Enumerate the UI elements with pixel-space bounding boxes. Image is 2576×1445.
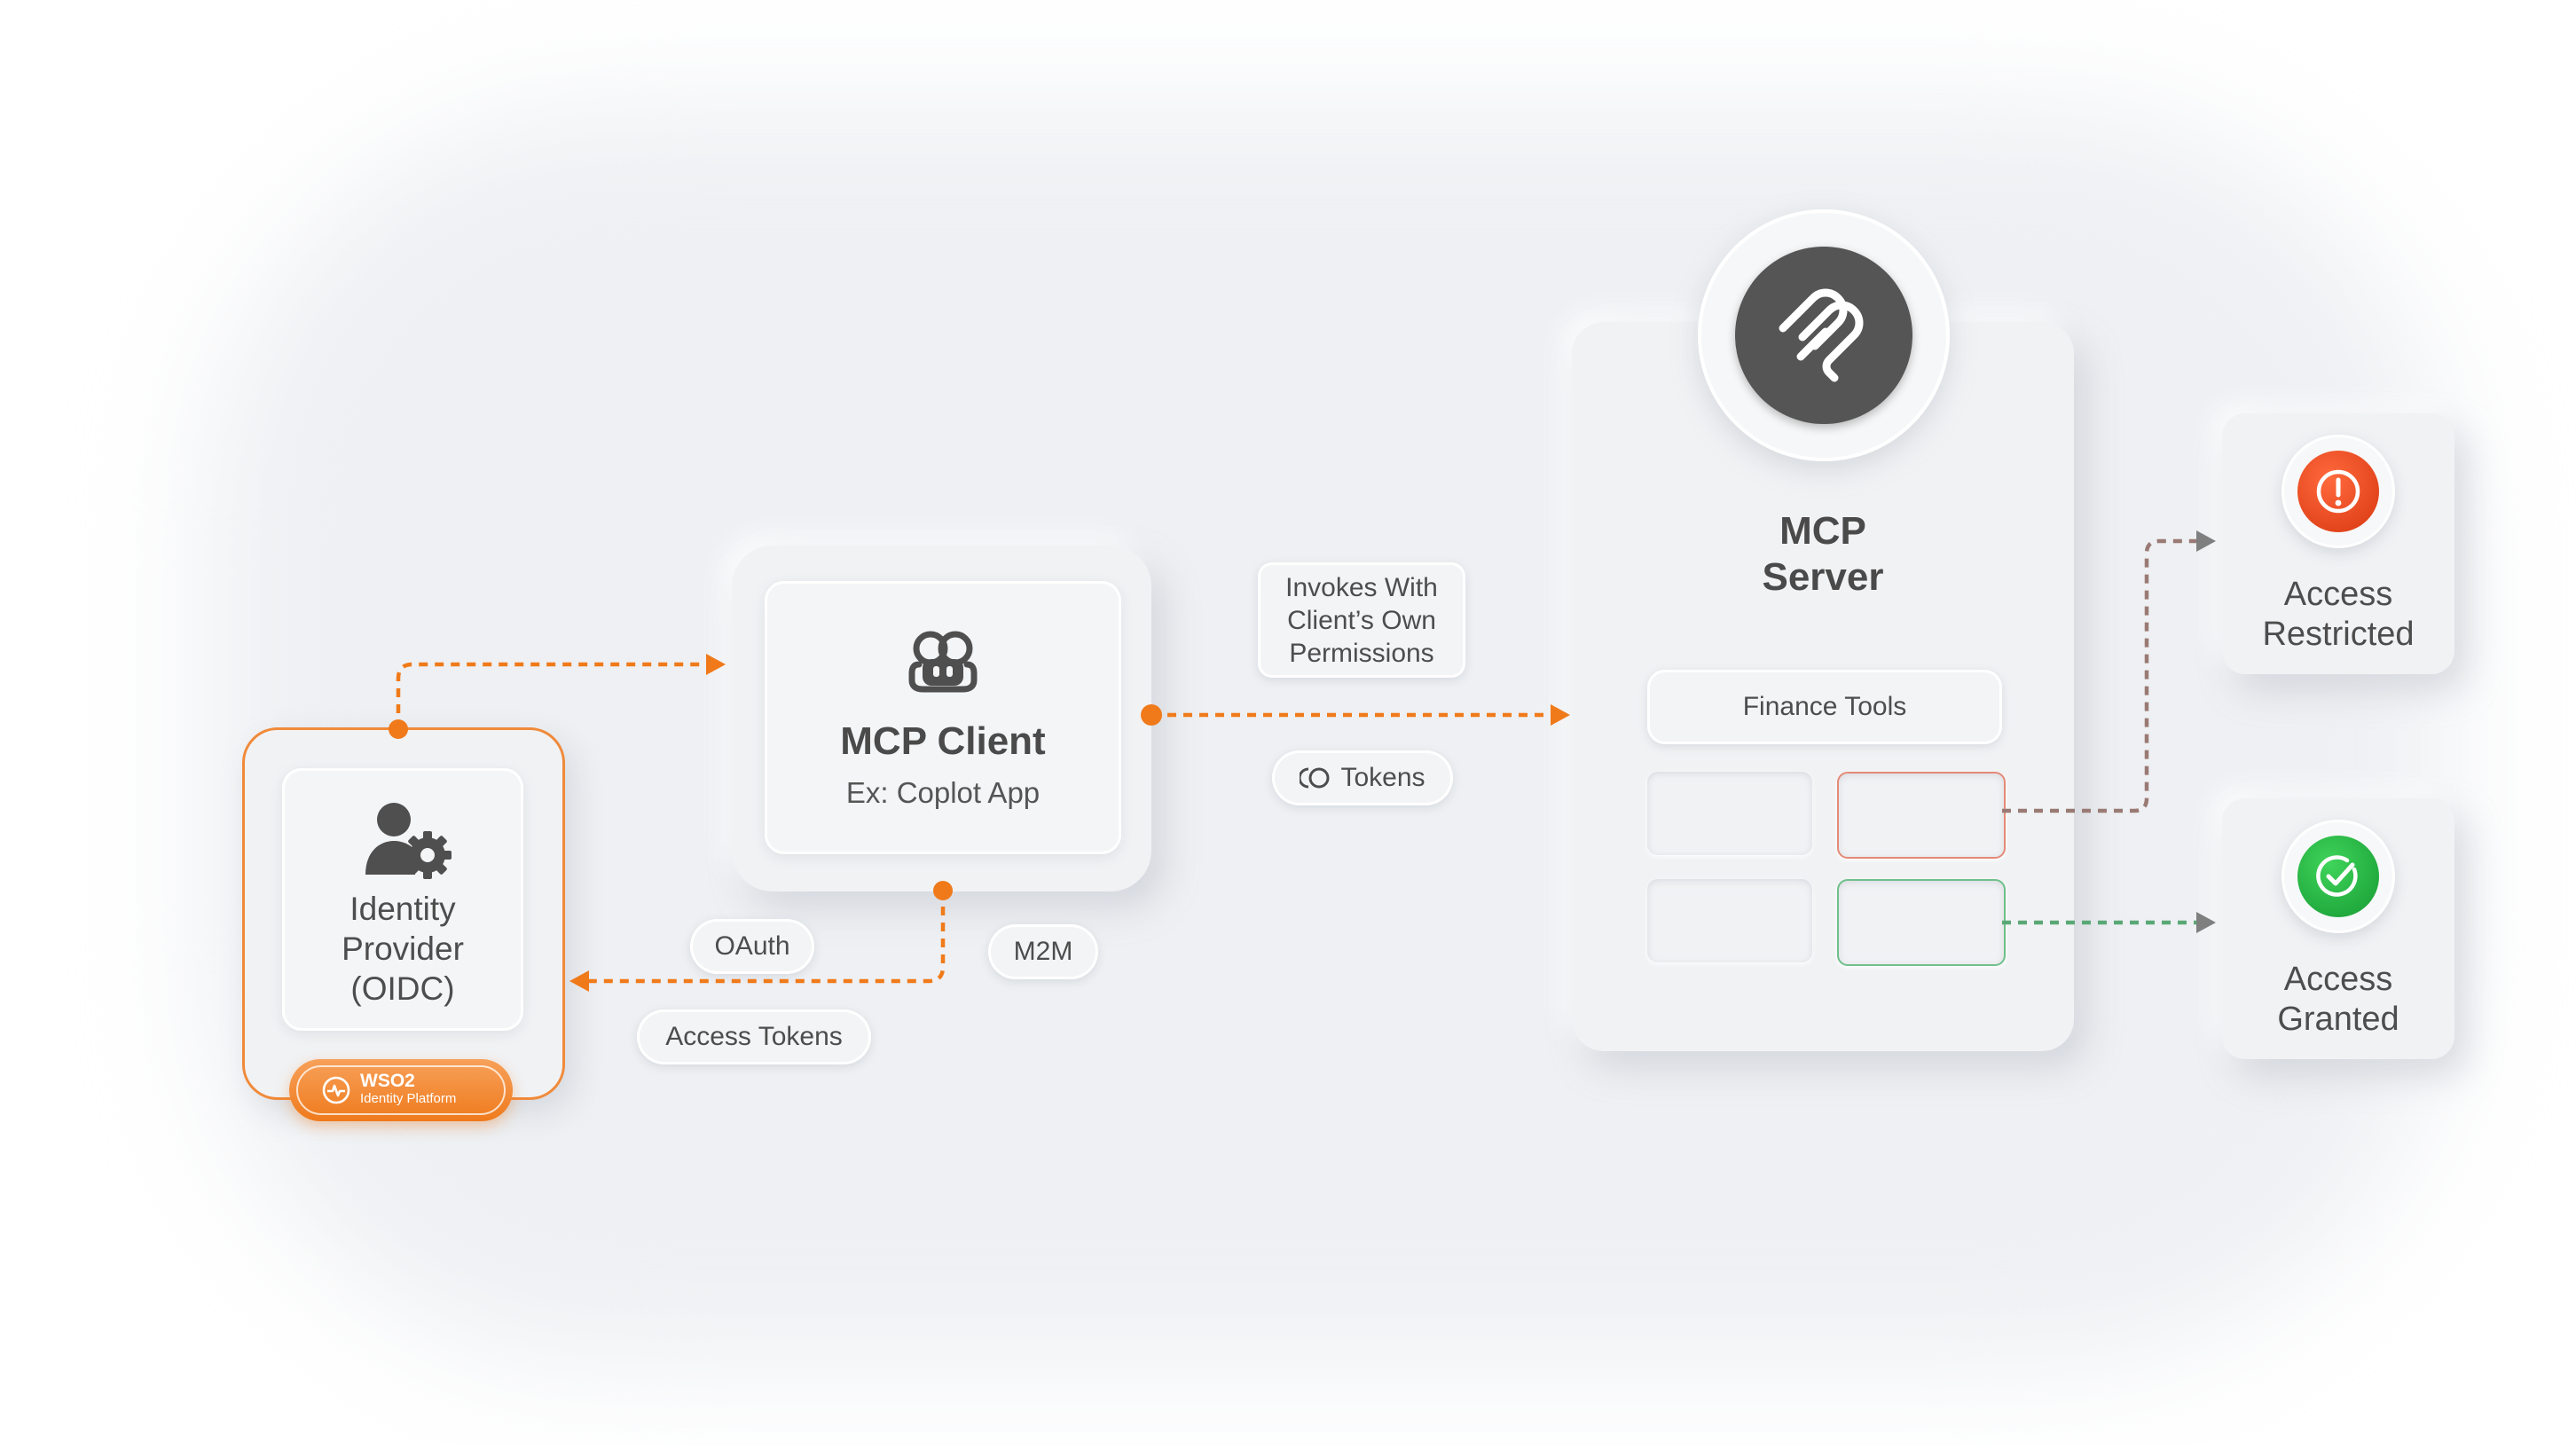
alert-icon — [2316, 469, 2360, 514]
restricted-icon-ring — [2281, 435, 2395, 548]
user-gear-icon — [365, 803, 452, 879]
background-blob — [204, 106, 2448, 1366]
identity-provider-label-1: Identity — [349, 891, 456, 927]
oauth-label: OAuth — [714, 931, 790, 961]
idp-to-client-connector — [389, 654, 726, 739]
tool-slot-granted[interactable] — [1837, 879, 2006, 966]
mcp-client-card[interactable]: MCP Client Ex: Coplot App — [765, 581, 1121, 854]
invokes-line-2: Client’s Own — [1287, 605, 1436, 635]
access-tokens-pill: Access Tokens — [637, 1009, 871, 1064]
access-restricted-card[interactable]: Access Restricted — [2222, 413, 2454, 674]
mcp-logo-icon — [1779, 288, 1864, 382]
wso2-product: Identity Platform — [360, 1091, 457, 1106]
wso2-logo-icon — [322, 1076, 350, 1104]
server-to-granted-connector — [2002, 912, 2216, 933]
oauth-pill: OAuth — [690, 919, 814, 974]
mcp-client-title: MCP Client — [840, 719, 1046, 763]
access-granted-card[interactable]: Access Granted — [2222, 798, 2454, 1059]
m2m-label: M2M — [1013, 936, 1073, 966]
tokens-pill: Tokens — [1272, 750, 1453, 805]
mcp-server-title-1: MCP — [1779, 509, 1866, 553]
access-tokens-label: Access Tokens — [665, 1021, 843, 1051]
client-to-server-connector — [1141, 704, 1570, 726]
identity-provider-card[interactable]: Identity Provider (OIDC) — [282, 768, 523, 1031]
granted-label-1: Access — [2283, 961, 2393, 998]
token-icon — [1300, 767, 1330, 789]
mcp-server-logo-ring — [1698, 209, 1950, 461]
wso2-badge[interactable]: WSO2 Identity Platform — [289, 1059, 513, 1121]
server-to-restricted-connector — [2002, 530, 2216, 813]
client-to-idp-connector — [569, 881, 953, 992]
copilot-icon — [908, 631, 978, 693]
finance-tools-bar[interactable]: Finance Tools — [1647, 670, 2002, 744]
tool-slot-3[interactable] — [1647, 879, 1812, 962]
granted-label-2: Granted — [2277, 1001, 2399, 1038]
restricted-label-2: Restricted — [2262, 616, 2415, 653]
mcp-client-subtitle: Ex: Coplot App — [845, 776, 1041, 809]
tool-slot-1[interactable] — [1647, 772, 1812, 855]
invokes-line-1: Invokes With — [1285, 572, 1438, 602]
m2m-pill: M2M — [988, 924, 1098, 979]
tool-slot-restricted[interactable] — [1837, 772, 2006, 859]
identity-provider-label-2: Provider — [342, 931, 464, 967]
restricted-label-1: Access — [2283, 576, 2393, 613]
wso2-brand: WSO2 — [360, 1071, 415, 1091]
finance-tools-label: Finance Tools — [1742, 691, 1907, 721]
invokes-line-3: Permissions — [1289, 638, 1434, 668]
identity-provider-label-3: (OIDC) — [350, 970, 455, 1007]
check-icon — [2316, 855, 2358, 897]
mcp-server-title-2: Server — [1762, 555, 1884, 599]
granted-icon-ring — [2281, 820, 2395, 933]
tokens-label: Tokens — [1340, 762, 1425, 792]
mcp-server-logo — [1735, 247, 1912, 424]
invokes-label-pill: Invokes With Client’s Own Permissions — [1258, 562, 1465, 678]
